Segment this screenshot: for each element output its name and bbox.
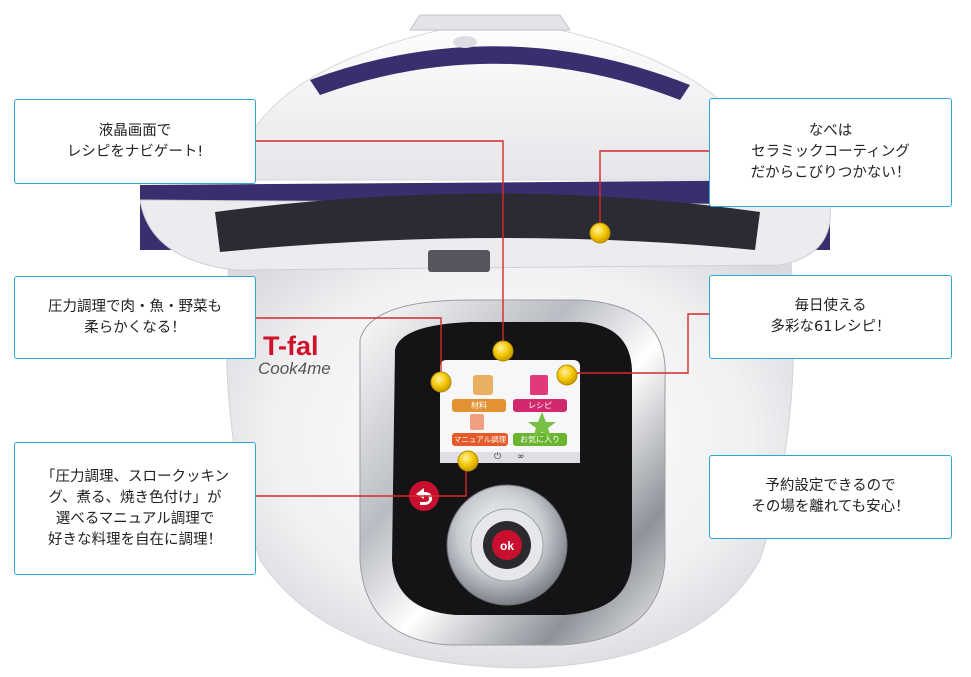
callout-text: 液晶画面で	[98, 122, 172, 139]
callout-text: 圧力調理で肉・魚・野菜も	[48, 298, 222, 315]
callout-manual-cooking: 「圧力調理、スロークッキング、煮る、焼き色付け」が選べるマニュアル調理で好きな料…	[14, 442, 256, 575]
callout-text: 好きな料理を自在に調理！	[47, 531, 222, 548]
power-icon: ⏻	[494, 452, 502, 462]
callout-text: その場を離れても安心！	[751, 499, 910, 515]
model-logo: Cook4me	[258, 359, 331, 378]
callout-text: グ、煮る、焼き色付け」が	[48, 489, 222, 506]
callout-text: 多彩な61レシピ！	[770, 319, 891, 335]
callout-text: レシピをナビゲート!	[66, 143, 204, 160]
callout-text: 毎日使える	[794, 298, 867, 314]
callout-text: 選べるマニュアル調理で	[55, 510, 215, 527]
callout-text: セラミックコーティング	[751, 144, 910, 160]
callout-text: だからこびりつかない！	[750, 165, 911, 181]
callout-text: 「圧力調理、スロークッキン	[40, 468, 230, 485]
callout-pressure-cooking: 圧力調理で肉・魚・野菜も柔らかくなる！	[14, 276, 256, 359]
screen-menu-recipes[interactable]: レシピ	[528, 401, 552, 410]
callout-lcd-navigation: 液晶画面でレシピをナビゲート!	[14, 99, 256, 184]
screen-menu-manual[interactable]: マニュアル調理	[453, 435, 507, 444]
screen-menu-favorites[interactable]: お気に入り	[520, 435, 560, 444]
callout-timer-reservation: 予約設定できるのでその場を離れても安心！	[709, 455, 952, 539]
callout-61-recipes: 毎日使える多彩な61レシピ！	[709, 275, 952, 359]
callout-text: 予約設定できるので	[765, 478, 896, 494]
callout-ceramic-pot: なべはセラミックコーティングだからこびりつかない！	[709, 98, 952, 207]
link-icon: ∞	[517, 452, 525, 462]
screen-menu-ingredients[interactable]: 材料	[471, 401, 487, 410]
brand-logo: T-fal	[263, 331, 319, 361]
callout-markers	[430, 222, 611, 472]
ok-button-label: ok	[500, 539, 514, 553]
callout-text: なべは	[808, 123, 853, 139]
callout-text: 柔らかくなる！	[84, 319, 186, 336]
